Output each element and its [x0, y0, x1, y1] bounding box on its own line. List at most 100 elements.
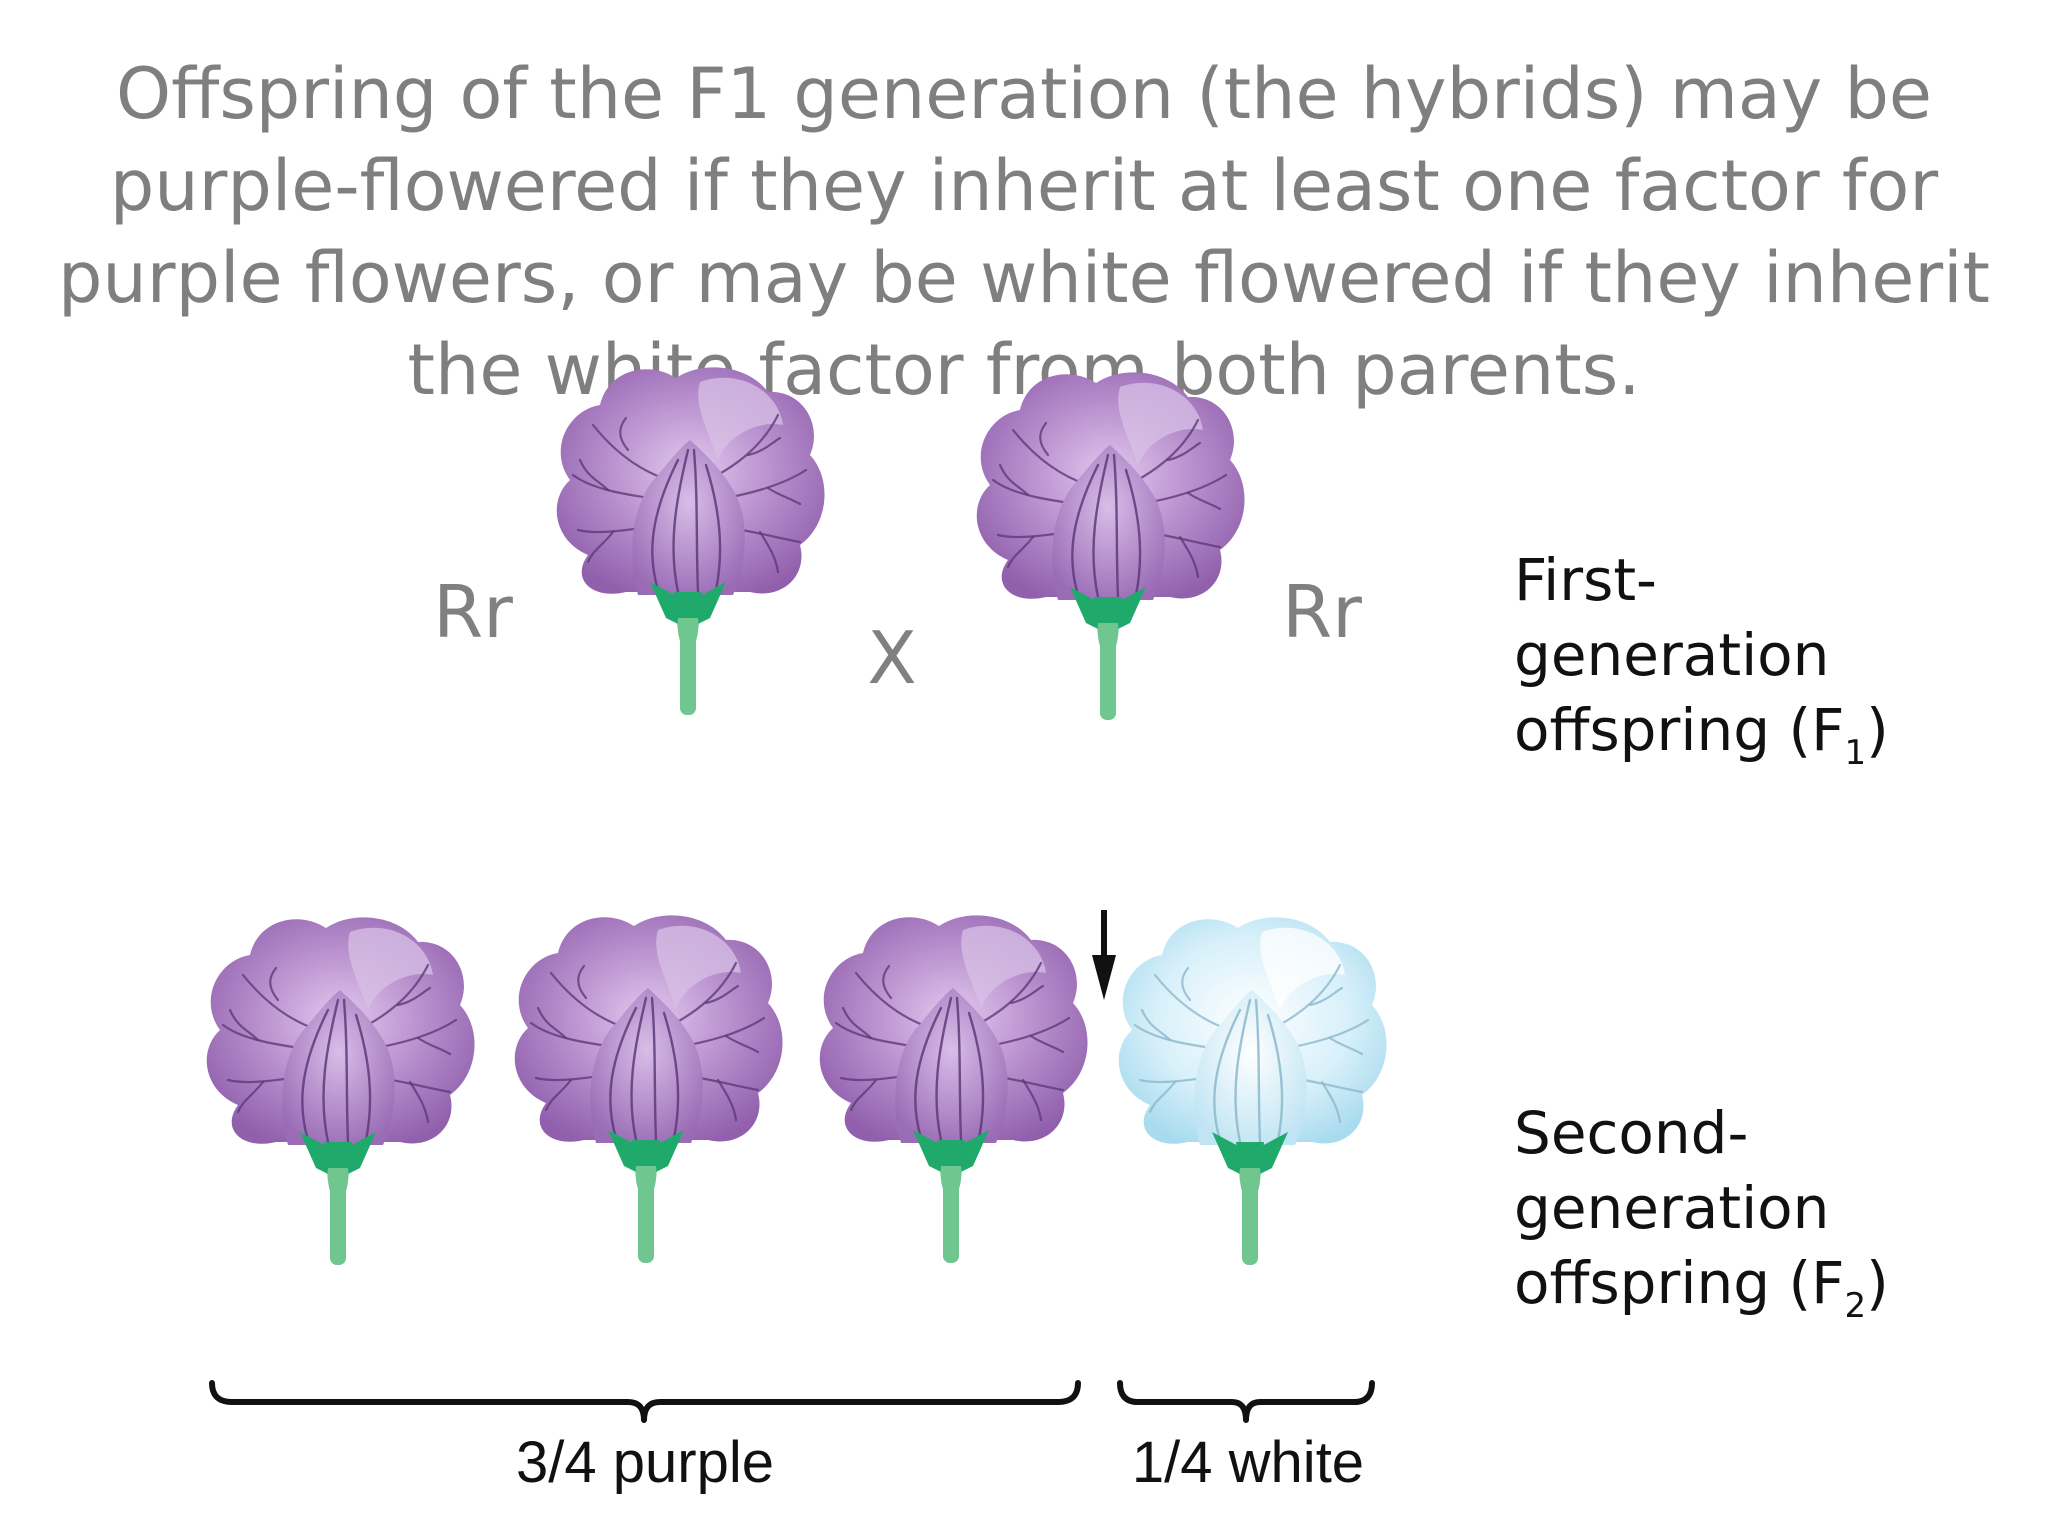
parent2-genotype: Rr: [1282, 570, 1362, 654]
petal-vein: [536, 1006, 568, 1040]
petal-vein: [578, 458, 610, 492]
petal-vein: [1186, 491, 1222, 511]
inner-vein: [630, 996, 648, 1142]
inner-vein: [704, 463, 722, 592]
inner-vein: [914, 1006, 943, 1140]
petal-vein: [1039, 421, 1050, 457]
petal-vein: [1320, 1080, 1342, 1124]
inner-vein: [1213, 1008, 1242, 1142]
petal-vein: [716, 1078, 738, 1122]
petal-vein: [1009, 984, 1045, 1005]
petal-vein: [1308, 986, 1344, 1007]
inner-vein: [354, 1013, 372, 1142]
petal-vein: [724, 1034, 760, 1054]
petal-fold: [698, 377, 783, 460]
petal-vein: [746, 436, 782, 457]
white-ratio-label: 1/4 white: [1132, 1430, 1364, 1495]
inner-vein: [955, 996, 963, 1142]
inner-vein: [301, 1008, 330, 1142]
caption-line-1: Offspring of the F1 generation (the hybr…: [116, 53, 1932, 135]
calyx: [940, 1166, 962, 1203]
inner-vein: [662, 1011, 680, 1140]
inner-petal: [632, 440, 745, 595]
petal-vein: [577, 964, 588, 1000]
down-arrow-icon: [1092, 910, 1116, 1000]
inner-petal: [282, 990, 395, 1145]
petal-vein: [766, 486, 802, 506]
white-brace: [1117, 1380, 1375, 1423]
parent1-genotype: Rr: [433, 570, 513, 654]
cross-symbol: X: [867, 616, 916, 700]
inner-petal: [895, 988, 1008, 1143]
inner-vein: [651, 458, 680, 592]
petal-vein: [269, 966, 280, 1002]
offspring-3-purple-flower: [819, 915, 1088, 1263]
petal-vein: [998, 463, 1030, 497]
inner-vein: [322, 998, 340, 1144]
petal-vein: [1029, 1034, 1065, 1054]
petal-vein: [1006, 535, 1035, 569]
petal-vein: [396, 986, 432, 1007]
inner-vein: [1092, 453, 1110, 599]
petal-fold: [961, 925, 1046, 1008]
caption-line-3: purple flowers, or may be white flowered…: [57, 237, 1990, 319]
inner-petal: [590, 988, 703, 1143]
petal-vein: [1181, 966, 1192, 1002]
petal-vein: [841, 1006, 873, 1040]
inner-vein: [650, 996, 658, 1142]
petal-vein: [758, 530, 780, 574]
inner-vein: [935, 996, 953, 1142]
inner-vein: [672, 448, 690, 594]
inner-vein: [1112, 453, 1120, 599]
petal-vein: [1140, 1008, 1172, 1042]
inner-vein: [609, 1006, 638, 1140]
offspring-4-white-flower: [1118, 917, 1387, 1265]
petal-vein: [1148, 1080, 1177, 1114]
f1-label-line-1: First-: [1514, 546, 1657, 614]
inner-vein: [967, 1011, 985, 1140]
parent2-purple-flower: [976, 372, 1245, 720]
petal-vein: [408, 1080, 430, 1124]
petal-fold: [656, 925, 741, 1008]
petal-vein: [1178, 535, 1200, 579]
inner-vein: [1124, 468, 1142, 597]
f1-label-line-3: offspring (F1): [1514, 696, 1889, 773]
inner-vein: [342, 998, 350, 1144]
petal-vein: [1021, 1078, 1043, 1122]
purple-ratio-label: 3/4 purple: [516, 1430, 774, 1495]
petal-vein: [416, 1036, 452, 1056]
petal-fold: [1118, 382, 1203, 465]
calyx: [677, 618, 699, 655]
petal-vein: [1328, 1036, 1364, 1056]
inner-vein: [692, 448, 700, 594]
f2-label-line-2: generation: [1514, 1174, 1829, 1242]
inner-petal: [1194, 990, 1307, 1145]
inner-petal: [1052, 445, 1165, 600]
calyx: [327, 1168, 349, 1205]
inner-vein: [1266, 1013, 1284, 1142]
f2-generation-label: Second- generation offspring (F2): [1514, 1099, 1889, 1326]
offspring-1-purple-flower: [206, 917, 475, 1265]
purple-brace: [209, 1380, 1081, 1423]
petal-fold: [348, 927, 433, 1010]
caption-line-2: purple-flowered if they inherit at least…: [109, 145, 1939, 227]
offspring-2-purple-flower: [514, 915, 783, 1263]
petal-fold: [1260, 927, 1345, 1010]
petal-vein: [849, 1078, 878, 1112]
petal-vein: [236, 1080, 265, 1114]
f2-label-line-3: offspring (F2): [1514, 1249, 1889, 1326]
petal-vein: [1166, 441, 1202, 462]
petal-vein: [586, 530, 615, 564]
f1-generation-label: First- generation offspring (F1): [1514, 546, 1889, 773]
petal-vein: [704, 984, 740, 1005]
petal-vein: [619, 416, 630, 452]
petal-vein: [882, 964, 893, 1000]
inner-vein: [1071, 463, 1100, 597]
petal-vein: [544, 1078, 573, 1112]
inner-vein: [1234, 998, 1252, 1144]
petal-vein: [228, 1008, 260, 1042]
caption: Offspring of the F1 generation (the hybr…: [20, 48, 2028, 416]
calyx: [1097, 623, 1119, 660]
calyx: [1239, 1168, 1261, 1205]
